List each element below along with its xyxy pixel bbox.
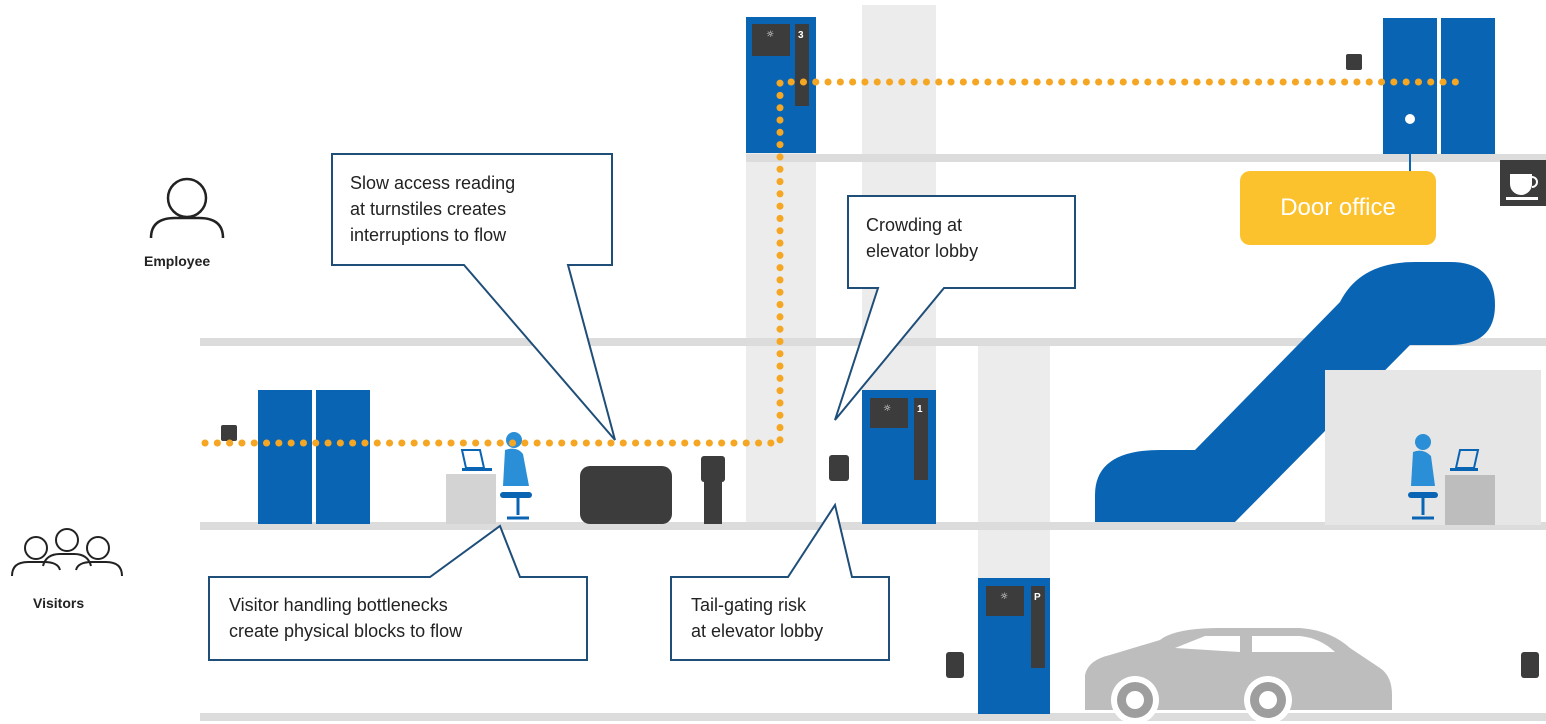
svg-text:☼: ☼ [883,404,891,414]
callout-crowding-text: Crowding at elevator lobby [866,215,979,261]
laptop-icon [1450,449,1480,471]
turnstile-icon [580,466,672,524]
callout-visitor-handling-box [208,524,588,661]
callout-tailgating-box [670,502,890,661]
access-reader-icon [1346,54,1362,70]
office-door [1383,18,1495,172]
receptionist-icon [1408,434,1438,520]
access-reader-icon [829,455,849,481]
access-reader-icon [1521,652,1539,678]
callout-turnstiles-box [331,153,616,441]
callout-visitor-handling-text: Visitor handling bottlenecks create phys… [229,595,463,641]
svg-text:☼: ☼ [766,30,774,40]
coffee-cup-icon [1500,160,1546,206]
callout-turnstiles-text: Slow access reading at turnstiles create… [350,173,516,245]
elevator-3-label: 3 [798,30,804,41]
car-icon [1085,628,1392,724]
reception-desk-right [1445,475,1495,525]
door-office-label: Door office [1240,171,1436,245]
elevator-shaft-3 [746,150,816,525]
laptop-icon [460,449,492,471]
turnstile-post-top [701,456,725,482]
visitors-label: Visitors [33,595,85,611]
person-icon [149,177,225,239]
floor-top [746,154,1546,162]
elevator-floor-1: ☼ 1 [862,390,936,524]
callout-crowding-box [834,195,1076,421]
reception-wall [1325,370,1541,525]
reception-desk-left [446,474,496,524]
access-reader-icon [946,652,964,678]
elevator-1-label: 1 [917,404,923,415]
access-reader-icon [221,425,237,441]
elevator-parking: ☼ P [978,578,1050,714]
floor-ground [200,522,1546,530]
floor-parking [200,713,1546,721]
employee-label: Employee [144,253,211,269]
elevator-p-label: P [1034,592,1041,603]
escalator-icon [1095,262,1495,522]
callout-tailgating-text: Tail-gating risk at elevator lobby [691,595,824,641]
group-icon [11,528,123,577]
svg-text:☼: ☼ [1000,592,1008,602]
entrance-door [258,390,370,524]
